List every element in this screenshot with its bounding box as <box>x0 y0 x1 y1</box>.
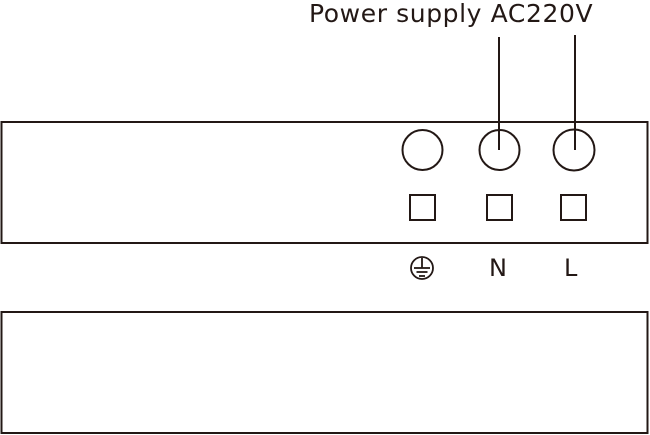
lower-panel <box>0 311 649 434</box>
power-supply-title: Power supply AC220V <box>309 0 594 28</box>
ground-terminal-screw <box>401 129 444 171</box>
live-label: L <box>564 254 578 282</box>
neutral-terminal-slot <box>486 194 513 221</box>
live-terminal-slot <box>560 194 587 221</box>
live-terminal-screw <box>552 128 596 172</box>
terminal-block-panel <box>0 121 649 244</box>
neutral-label: N <box>489 254 507 282</box>
ground-icon <box>410 256 434 280</box>
neutral-terminal-screw <box>478 129 521 171</box>
ground-terminal-slot <box>409 194 436 221</box>
